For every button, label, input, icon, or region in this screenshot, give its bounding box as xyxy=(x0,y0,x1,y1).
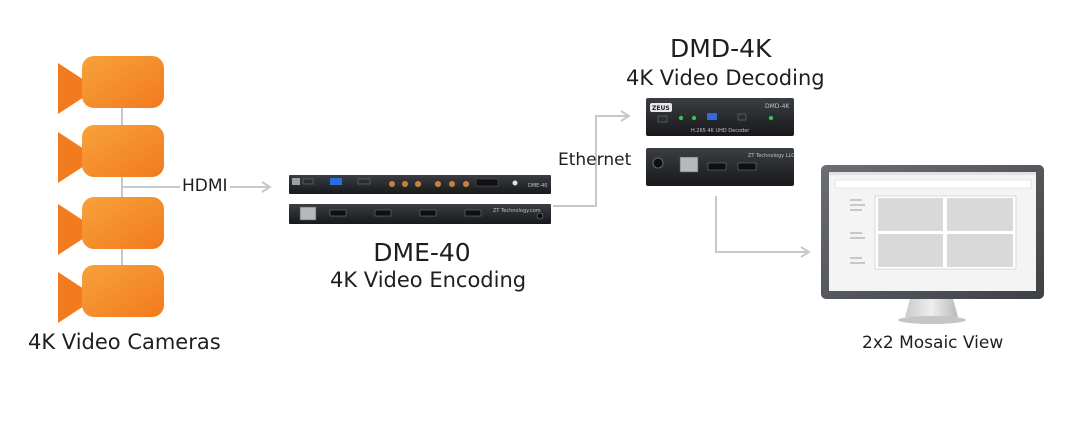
decoder-front-panel: ZEUS DMD-4K H.265 4K UHD Decoder xyxy=(646,98,794,136)
ethernet-arrow xyxy=(553,110,631,207)
encoder-subtitle: 4K Video Encoding xyxy=(330,268,527,292)
decoder-brand-logo: ZEUS xyxy=(652,105,670,112)
encoder-rear-brand: ZT Technology.com xyxy=(493,208,541,214)
decoder-rear-brand: ZT Technology LLC xyxy=(748,153,795,159)
camera-2-icon xyxy=(58,125,164,183)
cameras-label: 4K Video Cameras xyxy=(28,330,221,354)
display-label: 2x2 Mosaic View xyxy=(862,333,1004,353)
encoder-rear-panel: ZT Technology.com xyxy=(289,204,551,224)
camera-3-icon xyxy=(58,197,164,255)
decoder-rear-panel: ZT Technology LLC xyxy=(646,148,795,186)
encoder-front-model: DME-40 xyxy=(528,183,548,189)
decoder-name: DMD-4K xyxy=(670,34,772,63)
monitor-icon xyxy=(821,165,1044,324)
decoder-front-model: DMD-4K xyxy=(765,103,790,110)
encoder-front-panel: DME-40 xyxy=(289,175,551,194)
hdmi-label: HDMI xyxy=(180,176,230,196)
encoder-name: DME-40 xyxy=(373,238,471,267)
decoder-front-caption: H.265 4K UHD Decoder xyxy=(691,128,750,134)
camera-4-icon xyxy=(58,265,164,323)
decoder-subtitle: 4K Video Decoding xyxy=(626,66,825,90)
ethernet-label: Ethernet xyxy=(558,150,632,170)
display-arrow xyxy=(715,196,811,258)
camera-1-icon xyxy=(58,56,164,114)
